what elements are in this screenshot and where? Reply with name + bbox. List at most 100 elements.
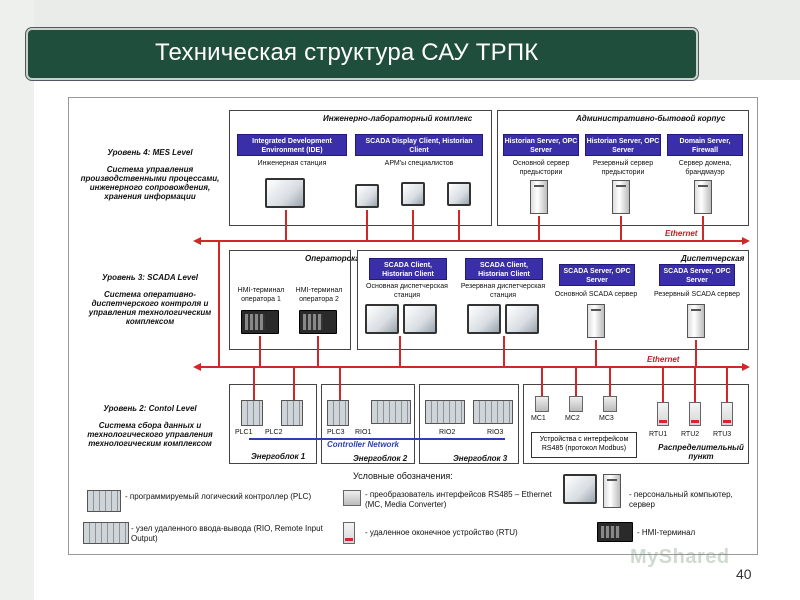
legend-rio-icon bbox=[83, 522, 129, 544]
link-scada2 bbox=[695, 340, 697, 366]
ethernet-bus-top-arrow-left bbox=[193, 237, 201, 245]
rtu3-label: RTU3 bbox=[713, 431, 732, 438]
link-rtu2 bbox=[694, 368, 696, 402]
legend-server-icon bbox=[603, 474, 621, 508]
hmi-terminal-icon-1 bbox=[241, 310, 279, 334]
controller-network-label: Controller Network bbox=[327, 440, 400, 449]
legend-pc-text: - персональный компьютер, сервер bbox=[629, 490, 733, 509]
plc1-icon bbox=[241, 400, 263, 426]
mc3-label: MC3 bbox=[599, 415, 614, 422]
link-disp2 bbox=[503, 336, 505, 366]
level3-block: Уровень 3: SCADA Level Система оперативн… bbox=[75, 273, 225, 326]
zone-eb2-title: Энергоблок 2 bbox=[353, 454, 408, 463]
rtu3-icon bbox=[721, 402, 733, 426]
level4-block: Уровень 4: MES Level Система управления … bbox=[75, 148, 225, 201]
domain-server-box: Domain Server, Firewall bbox=[667, 134, 743, 156]
level2-desc: Система сбора данных и технологического … bbox=[87, 421, 213, 448]
legend-converter-icon bbox=[343, 490, 361, 506]
legend-hmi-icon bbox=[597, 522, 633, 542]
rio2-label: RIO2 bbox=[439, 429, 456, 436]
left-strip bbox=[0, 0, 34, 600]
ethernet-bus-top-arrow-right bbox=[742, 237, 750, 245]
mc1-icon bbox=[535, 396, 549, 412]
main-scada-server-icon bbox=[587, 304, 605, 338]
domain-server-icon bbox=[694, 180, 712, 214]
zone-rp-title: Распределительный пункт bbox=[658, 443, 744, 461]
rs485-devices-box: Устройства с интерфейсом RS485 (протокол… bbox=[531, 432, 637, 458]
plc2-icon bbox=[281, 400, 303, 426]
ide-box: Integrated Development Environment (IDE) bbox=[237, 134, 347, 156]
mc3-icon bbox=[603, 396, 617, 412]
dispatch-monitor-icon-4 bbox=[505, 304, 539, 334]
title-bar bbox=[26, 28, 698, 80]
domain-server-label: Сервер домена, брандмауэр bbox=[678, 160, 732, 176]
scada-server-box-2: SCADA Server, OPC Server bbox=[659, 264, 735, 286]
plc2-label: PLC2 bbox=[265, 429, 283, 436]
level3-title: Уровень 3: SCADA Level bbox=[101, 273, 199, 282]
zone-eb1-title: Энергоблок 1 bbox=[251, 452, 306, 461]
legend-hmi-text: - HMI-терминал bbox=[637, 528, 696, 537]
level2-block: Уровень 2: Contol Level Система сбора да… bbox=[75, 404, 225, 448]
historian-server-box-1: Historian Server, OPC Server bbox=[503, 134, 579, 156]
historian-server-box-2: Historian Server, OPC Server bbox=[585, 134, 661, 156]
zone-eb3-title: Энергоблок 3 bbox=[453, 454, 508, 463]
legend-pc-monitor-icon bbox=[563, 474, 597, 504]
legend-rtu-text: - удаленное оконечное устройство (RTU) bbox=[365, 528, 518, 537]
dispatch-monitor-icon-1 bbox=[365, 304, 399, 334]
zone-engineering-title: Инженерно-лабораторный комплекс bbox=[323, 114, 473, 123]
zone-operator-title: Операторская bbox=[305, 254, 365, 263]
legend-title: Условные обозначения: bbox=[353, 471, 453, 481]
legend-plc-text: - программируемый логический контроллер … bbox=[125, 492, 312, 501]
dispatch-monitor-icon-3 bbox=[467, 304, 501, 334]
rio3-label: RIO3 bbox=[487, 429, 504, 436]
dispatch-monitor-icon-2 bbox=[403, 304, 437, 334]
ethernet-bus-top bbox=[199, 240, 744, 242]
structure-diagram: Уровень 4: MES Level Система управления … bbox=[68, 97, 758, 555]
plc1-label: PLC1 bbox=[235, 429, 253, 436]
hmi1-label: HMI-терминал оператора 1 bbox=[237, 287, 285, 303]
scada-display-box: SCADA Display Client, Historian Client bbox=[355, 134, 483, 156]
page-number: 40 bbox=[736, 566, 752, 582]
link-plc2 bbox=[293, 368, 295, 400]
ethernet-bus-mid-arrow-left bbox=[193, 363, 201, 371]
rio1-icon bbox=[371, 400, 411, 424]
main-historian-server-icon bbox=[530, 180, 548, 214]
link-hmi1 bbox=[259, 336, 261, 366]
link-arm1 bbox=[366, 210, 368, 240]
link-rtu1 bbox=[662, 368, 664, 402]
link-arm2 bbox=[412, 210, 414, 240]
link-eng bbox=[285, 210, 287, 240]
link-rtu3 bbox=[726, 368, 728, 402]
link-disp1 bbox=[399, 336, 401, 366]
rtu2-label: RTU2 bbox=[681, 431, 700, 438]
slide-title: Техническая структура САУ ТРПК bbox=[155, 39, 539, 66]
link-mc1 bbox=[541, 368, 543, 396]
legend-plc-icon bbox=[87, 490, 121, 512]
reserve-scada-label: Резервный SCADA сервер bbox=[654, 291, 740, 298]
watermark-logo: MyShared bbox=[630, 546, 730, 568]
ethernet-label-mid: Ethernet bbox=[647, 355, 680, 364]
link-hmi2 bbox=[317, 336, 319, 366]
link-plc1 bbox=[253, 368, 255, 400]
link-mc2 bbox=[575, 368, 577, 396]
link-domain bbox=[702, 216, 704, 240]
plc3-label: PLC3 bbox=[327, 429, 345, 436]
hmi-terminal-icon-2 bbox=[299, 310, 337, 334]
controller-network-bus bbox=[249, 438, 505, 440]
link-bus-trunk bbox=[218, 242, 220, 366]
level4-title: Уровень 4: MES Level bbox=[107, 148, 193, 157]
level2-title: Уровень 2: Contol Level bbox=[103, 404, 197, 413]
ethernet-label-top: Ethernet bbox=[665, 229, 698, 238]
link-plc3 bbox=[339, 368, 341, 400]
rio1-label: RIO1 bbox=[355, 429, 372, 436]
reserve-historian-server-icon bbox=[612, 180, 630, 214]
link-hist1 bbox=[538, 216, 540, 240]
level3-desc: Система оперативно-диспетчерского контро… bbox=[88, 290, 212, 326]
scada-client-box-2: SCADA Client, Historian Client bbox=[465, 258, 543, 280]
arm-monitor-icon-1 bbox=[355, 184, 379, 208]
scada-client-box-1: SCADA Client, Historian Client bbox=[369, 258, 447, 280]
plc3-icon bbox=[327, 400, 349, 426]
arm-monitor-icon-3 bbox=[447, 182, 471, 206]
rio2-icon bbox=[425, 400, 465, 424]
reserve-historian-label: Резервный сервер предыстории bbox=[592, 160, 654, 176]
